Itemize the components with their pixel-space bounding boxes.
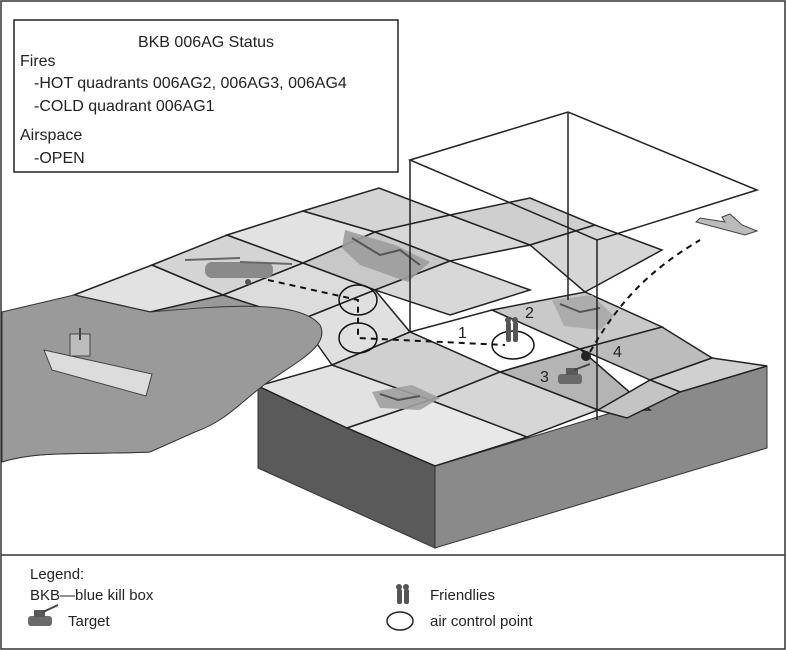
flight-route xyxy=(267,239,701,353)
legend-acp: air control point xyxy=(430,613,533,630)
fires-heading: Fires xyxy=(20,53,56,70)
quadrant-label-3: 3 xyxy=(540,369,549,386)
friendlies-icon xyxy=(505,317,518,342)
helicopter-icon xyxy=(184,257,293,285)
grid-cell xyxy=(596,379,682,419)
tank-icon xyxy=(28,604,59,626)
legend-friendlies: Friendlies xyxy=(430,587,495,604)
mountain-icon xyxy=(552,295,614,330)
legend-target: Target xyxy=(68,613,111,630)
tank-icon xyxy=(558,363,591,384)
jet-icon xyxy=(695,213,759,236)
status-box xyxy=(13,19,399,173)
airspace-heading: Airspace xyxy=(20,127,82,144)
air-control-point-icon xyxy=(386,611,414,631)
status-title: BKB 006AG Status xyxy=(138,34,274,51)
mountain-icon xyxy=(372,385,440,410)
airspace-status: -OPEN xyxy=(34,150,85,167)
airspace-volume xyxy=(407,111,760,420)
quadrant-label-2: 2 xyxy=(525,305,534,322)
quadrant-label-4: 4 xyxy=(613,344,622,361)
fires-hot-line: -HOT quadrants 006AG2, 006AG3, 006AG4 xyxy=(34,75,347,92)
target-marker xyxy=(581,351,591,361)
legend-heading: Legend: xyxy=(30,566,84,583)
fires-cold-line: -COLD quadrant 006AG1 xyxy=(34,98,215,115)
legend-bkb: BKB—blue kill box xyxy=(30,587,154,604)
ship-icon xyxy=(43,328,153,397)
quadrant-label-1: 1 xyxy=(458,325,467,342)
grid-cell xyxy=(372,260,533,316)
grid-cell xyxy=(528,224,664,293)
friendlies-icon xyxy=(396,584,409,604)
